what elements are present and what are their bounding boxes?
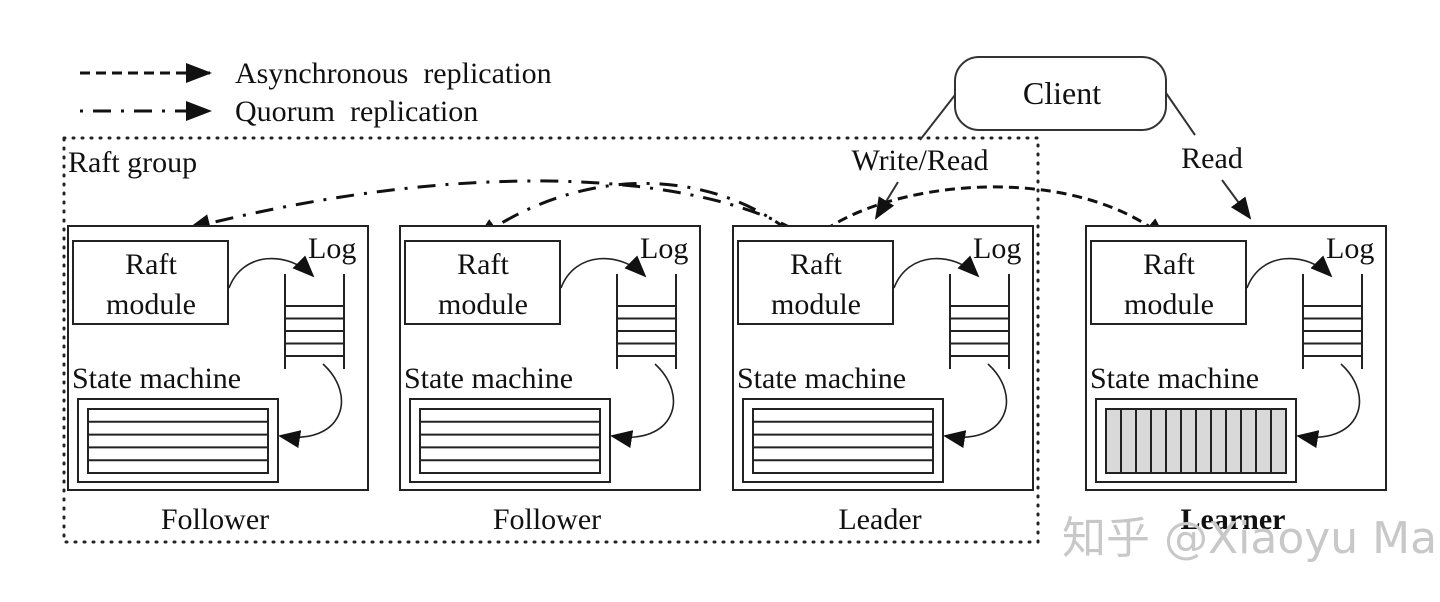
legend-async-label: Asynchronous replication bbox=[235, 57, 552, 90]
state-machine-label: State machine bbox=[1090, 362, 1259, 395]
state-machine-label: State machine bbox=[404, 362, 573, 395]
write-read-arrow bbox=[874, 181, 899, 220]
log-label: Log bbox=[1326, 232, 1374, 265]
state-machine-label: State machine bbox=[737, 362, 906, 395]
raft-module-label-2: module bbox=[1124, 288, 1214, 321]
raft-module-box bbox=[737, 240, 894, 325]
log-to-state-machine-arrow bbox=[610, 363, 675, 449]
raft-module-label-1: Raft bbox=[457, 248, 509, 281]
raft-to-log-arrow bbox=[560, 255, 647, 289]
log-label: Log bbox=[308, 232, 356, 265]
raft-module-box bbox=[404, 240, 561, 325]
raft-to-log-arrow bbox=[893, 255, 980, 289]
read-arrow bbox=[1221, 179, 1252, 220]
raft-module-label-2: module bbox=[106, 288, 196, 321]
state-machine-inner-box bbox=[752, 408, 934, 474]
write-read-label: Write/Read bbox=[851, 144, 988, 177]
async-replication-arc-to-learner bbox=[811, 185, 1167, 242]
raft-module-label-2: module bbox=[771, 288, 861, 321]
node-role-label: Learner bbox=[1181, 503, 1286, 536]
raft-module-label-2: module bbox=[438, 288, 528, 321]
quorum-replication-arc-to-follower-1 bbox=[188, 179, 809, 240]
log-to-state-machine-arrow bbox=[943, 363, 1008, 449]
state-machine-inner-box bbox=[87, 408, 269, 474]
watermark: 知乎 @Xiaoyu Ma bbox=[1062, 513, 1437, 564]
log-label: Log bbox=[973, 232, 1021, 265]
node-role-label: Follower bbox=[493, 503, 601, 536]
log-to-state-machine-arrow bbox=[278, 363, 343, 449]
legend-quorum-label: Quorum replication bbox=[235, 95, 478, 128]
raft-module-label-1: Raft bbox=[1143, 248, 1195, 281]
raft-module-label-1: Raft bbox=[125, 248, 177, 281]
node-role-label: Leader bbox=[838, 503, 921, 536]
raft-module-box bbox=[1090, 240, 1247, 325]
raft-module-label-1: Raft bbox=[790, 248, 842, 281]
log-label: Log bbox=[640, 232, 688, 265]
raft-module-box bbox=[72, 240, 229, 325]
client-to-writeread-line bbox=[919, 94, 956, 141]
quorum-replication-arc-to-follower-2 bbox=[476, 182, 801, 242]
state-machine-label: State machine bbox=[72, 362, 241, 395]
raft-to-log-arrow bbox=[228, 255, 315, 289]
raft-group-label: Raft group bbox=[68, 146, 197, 179]
client-label: Client bbox=[1023, 75, 1101, 111]
raft-to-log-arrow bbox=[1246, 255, 1333, 289]
read-label: Read bbox=[1181, 142, 1243, 175]
log-to-state-machine-arrow bbox=[1296, 363, 1361, 449]
legend: Asynchronous replication Quorum replicat… bbox=[80, 57, 552, 128]
state-machine-inner-box bbox=[419, 408, 601, 474]
node-role-label: Follower bbox=[161, 503, 269, 536]
raft-group-border bbox=[62, 136, 1040, 544]
client-to-read-line bbox=[1165, 92, 1196, 136]
